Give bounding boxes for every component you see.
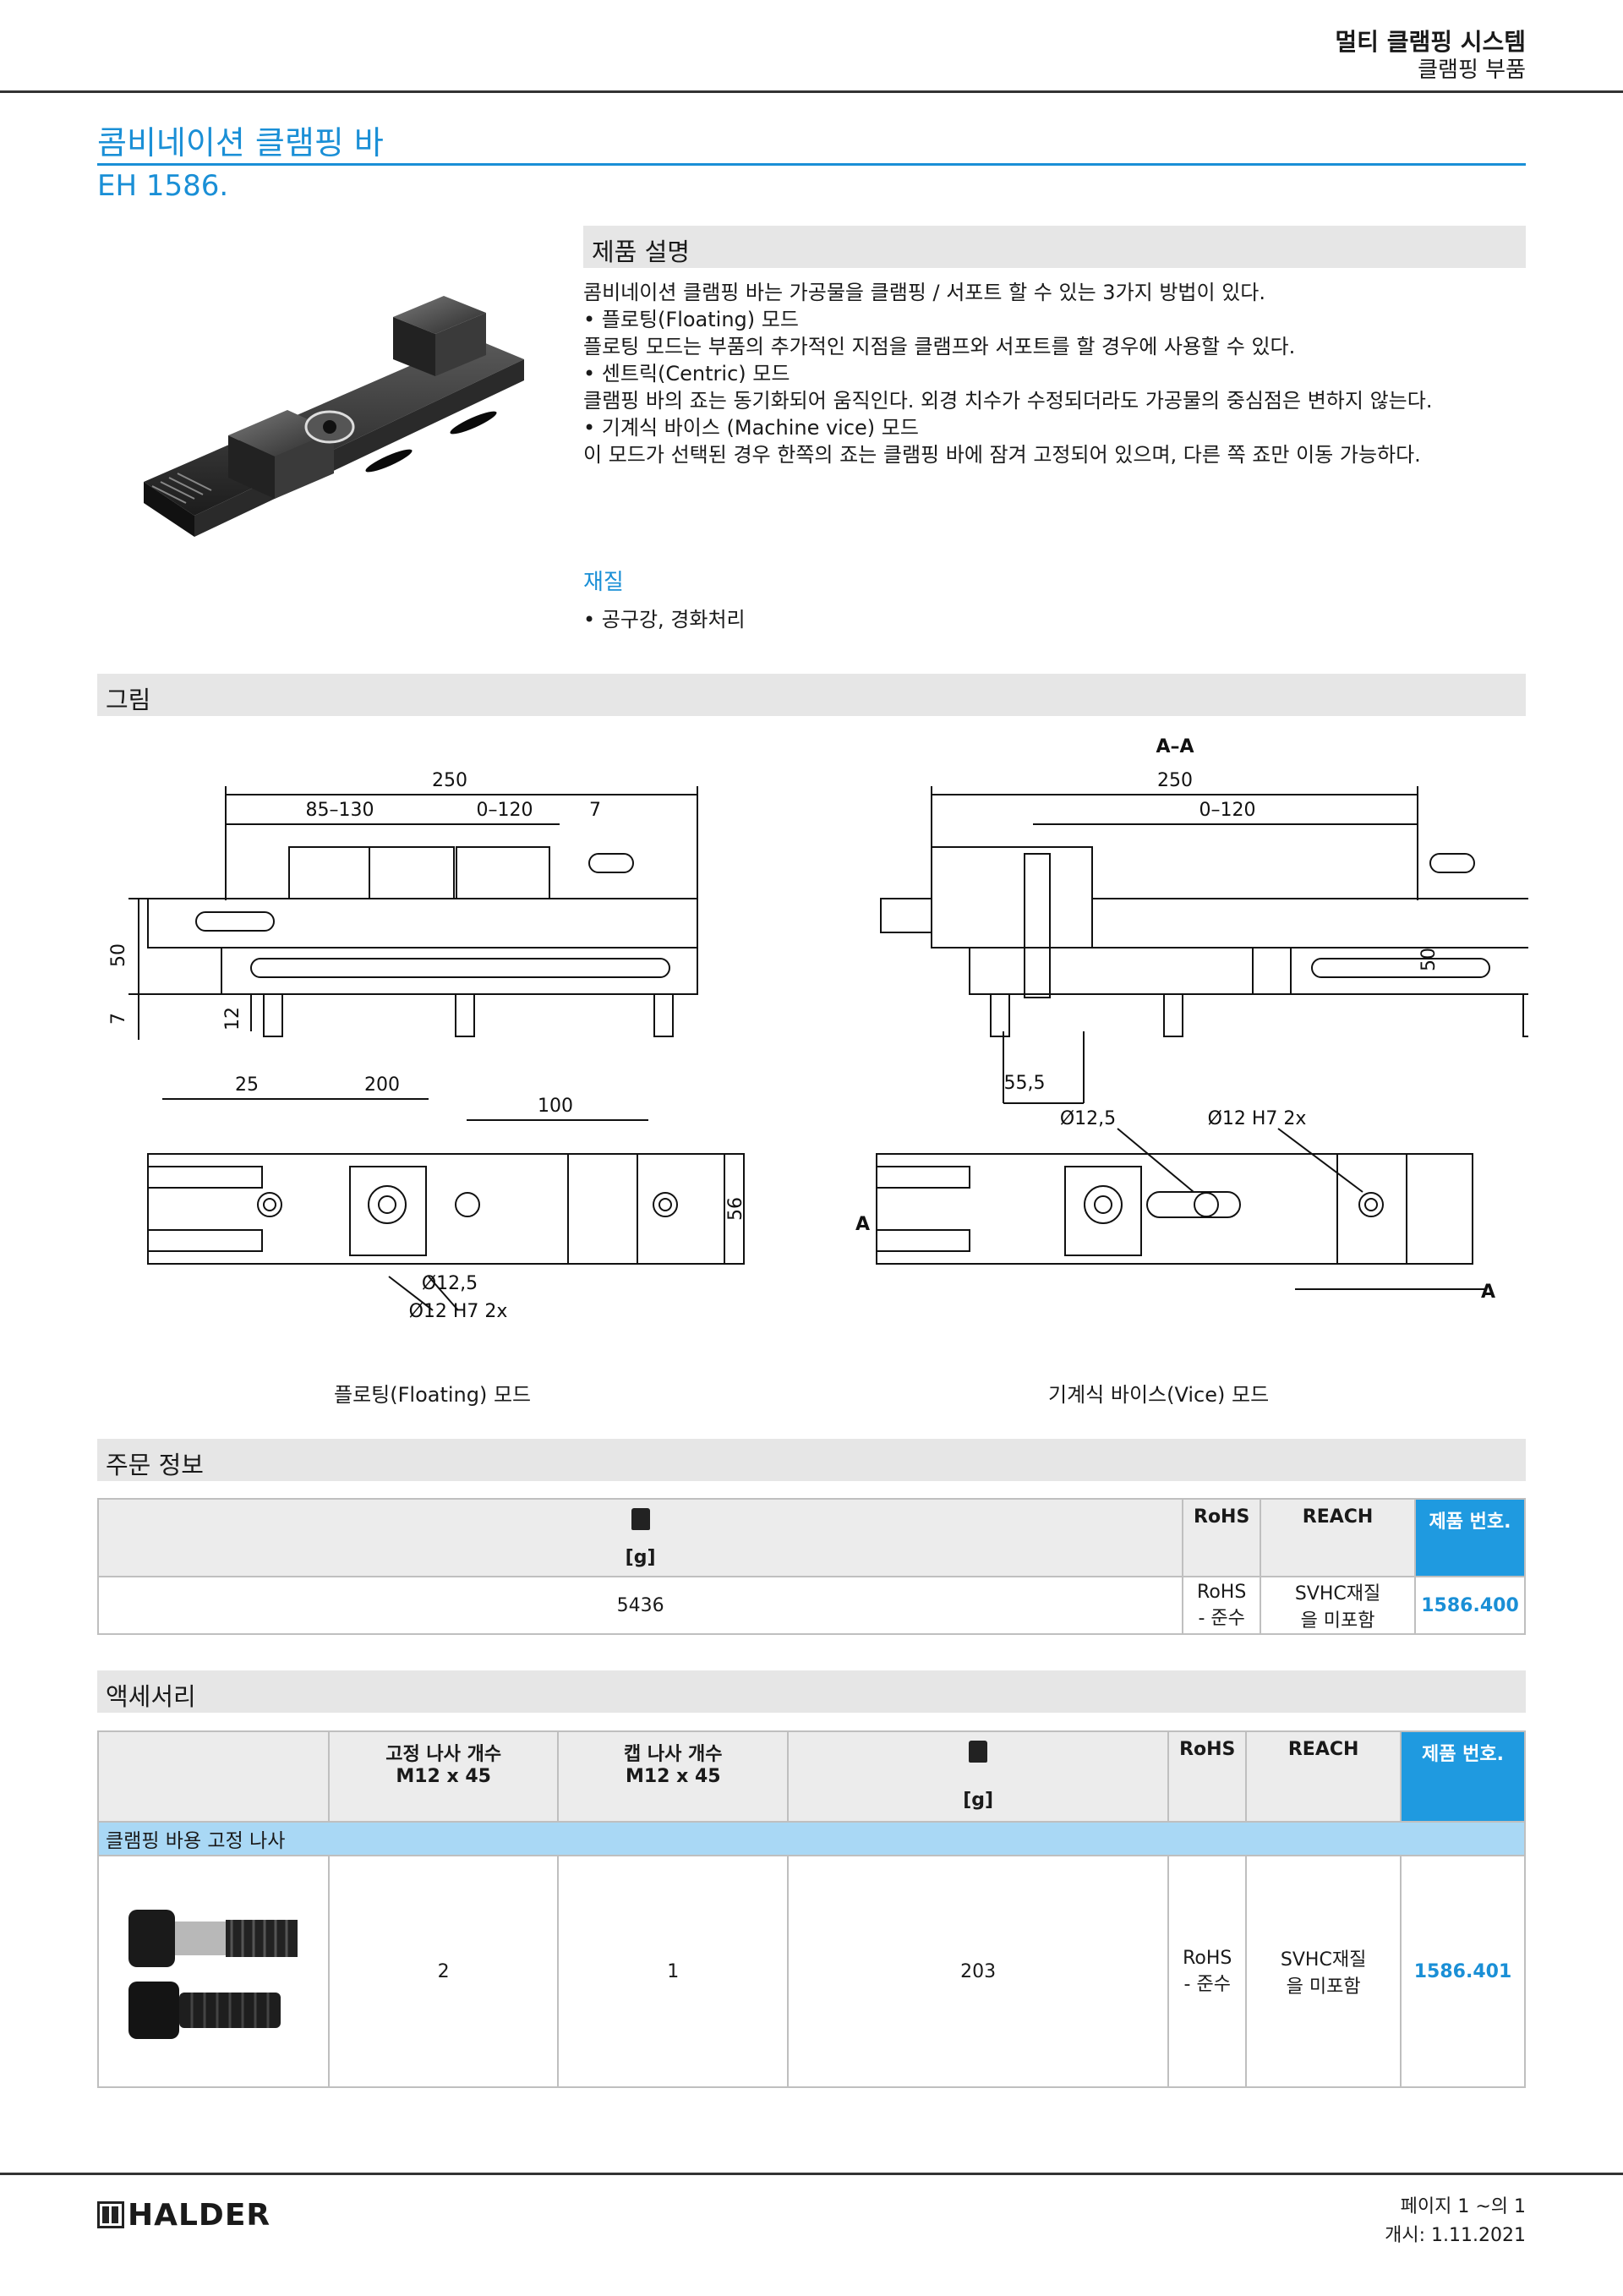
weight-icon [969, 1741, 988, 1763]
material-item: • 공구강, 경화처리 [583, 608, 746, 631]
weight-unit: [g] [963, 1790, 994, 1811]
screw-image [128, 1910, 298, 2039]
section-accessories-heading: 액세서리 [97, 1670, 1526, 1713]
header-category: 멀티 클램핑 시스템 [1335, 28, 1526, 56]
dim-250: 250 [432, 770, 467, 791]
description-line: 플로팅 모드는 부품의 추가적인 지점을 클램프와 서포트를 할 경우에 사용할… [583, 335, 1296, 358]
header-line: 고정 나사 개수 [385, 1744, 502, 1765]
reach-line: SVHC재질 [1280, 1949, 1367, 1971]
weight-icon [631, 1508, 650, 1530]
description-line: 클램핑 바의 죠는 동기화되어 움직인다. 외경 치수가 수정되더라도 가공물의… [583, 389, 1433, 413]
title-divider [97, 163, 1526, 166]
dim-0-120-right: 0–120 [1199, 800, 1256, 821]
dim-25: 25 [235, 1074, 259, 1096]
rohs-value: RoHS - 준수 [1182, 1576, 1262, 1635]
dim-85-130: 85–130 [306, 800, 374, 821]
reach-line: SVHC재질 [1294, 1583, 1381, 1604]
dim-50-right: 50 [1418, 948, 1440, 971]
product-number-value[interactable]: 1586.401 [1400, 1855, 1526, 2088]
rohs-line: RoHS [1183, 1947, 1232, 1969]
material-heading: 재질 [583, 570, 624, 595]
product-number-header: 제품 번호. [1413, 1498, 1527, 1577]
section-order-heading: 주문 정보 [97, 1439, 1526, 1481]
dim-phi-12-5-right: Ø12,5 [1060, 1108, 1116, 1129]
rohs-value: RoHS - 준수 [1167, 1855, 1248, 2088]
dim-phi-12-5: Ø12,5 [422, 1273, 478, 1294]
header-line: 캡 나사 개수 [623, 1744, 723, 1765]
category-row: 클램핑 바용 고정 나사 [97, 1821, 1526, 1856]
product-description: 콤비네이션 클램핑 바는 가공물을 클램핑 / 서포트 할 수 있는 3가지 방… [583, 279, 1513, 468]
halder-logo: HALDER [97, 2197, 271, 2233]
product-code: EH 1586. [97, 169, 229, 203]
description-line: 콤비네이션 클램핑 바는 가공물을 클램핑 / 서포트 할 수 있는 3가지 방… [583, 281, 1266, 304]
section-arrow-a-right: A [1481, 1282, 1495, 1303]
rohs-header: RoHS [1167, 1730, 1248, 1823]
section-label-aa: A–A [1156, 736, 1194, 757]
brand-name: HALDER [128, 2197, 271, 2233]
rohs-line: RoHS [1197, 1581, 1247, 1603]
dim-12: 12 [222, 1007, 243, 1030]
screw-image-cell [97, 1855, 330, 2088]
dim-55-5: 55,5 [1004, 1073, 1046, 1094]
set-screw-count: 2 [327, 1855, 560, 2088]
halder-logo-icon [97, 2201, 124, 2228]
dim-phi-12-h7: Ø12 H7 2x [409, 1301, 508, 1322]
description-line: • 플로팅(Floating) 모드 [583, 308, 799, 331]
technical-drawing: 250 85–130 0–120 7 50 7 12 25 200 100 56… [108, 736, 1528, 1322]
product-title: 콤비네이션 클램핑 바 [97, 124, 384, 161]
caption-floating-mode: 플로팅(Floating) 모드 [334, 1383, 532, 1407]
product-number-value[interactable]: 1586.400 [1413, 1576, 1527, 1635]
caption-vice-mode: 기계식 바이스(Vice) 모드 [1048, 1383, 1270, 1407]
weight-unit: [g] [625, 1547, 656, 1568]
order-table: [g] RoHS REACH 제품 번호. 5436 RoHS - 준수 SVHC… [96, 1498, 1527, 1635]
image-column-header [97, 1730, 330, 1823]
dim-0-120: 0–120 [477, 800, 533, 821]
dim-56: 56 [725, 1197, 746, 1221]
reach-line: 을 미포함 [1286, 1976, 1361, 1998]
product-number-header: 제품 번호. [1400, 1730, 1526, 1823]
rohs-line: - 준수 [1198, 1607, 1245, 1629]
header-subcategory: 클램핑 부품 [1418, 57, 1526, 83]
section-description-heading: 제품 설명 [583, 226, 1526, 268]
reach-header: REACH [1245, 1730, 1402, 1823]
rohs-line: - 준수 [1183, 1973, 1231, 1995]
product-image [144, 296, 524, 537]
dim-50: 50 [108, 943, 129, 967]
header-line: M12 x 45 [625, 1766, 721, 1787]
dim-7b: 7 [108, 1013, 129, 1025]
weight-value: 203 [787, 1855, 1170, 2088]
footer-divider [0, 2173, 1623, 2175]
reach-line: 을 미포함 [1300, 1610, 1375, 1632]
section-arrow-a-left: A [855, 1214, 870, 1235]
page-header: 멀티 클램핑 시스템 클램핑 부품 [0, 0, 1623, 93]
category-label: 클램핑 바용 고정 나사 [97, 1821, 1526, 1856]
dim-250-right: 250 [1157, 770, 1193, 791]
weight-value: 5436 [96, 1576, 1184, 1635]
header-line: M12 x 45 [396, 1766, 491, 1787]
reach-header: REACH [1260, 1498, 1416, 1577]
dim-phi-12-h7-right: Ø12 H7 2x [1208, 1108, 1307, 1129]
description-line: • 기계식 바이스 (Machine vice) 모드 [583, 416, 919, 440]
cap-screw-count: 1 [557, 1855, 790, 2088]
weight-column-header: [g] [96, 1498, 1184, 1577]
dim-7: 7 [589, 800, 601, 821]
publish-date: 개시: 1.11.2021 [1385, 2225, 1526, 2246]
description-line: 이 모드가 선택된 경우 한쪽의 죠는 클램핑 바에 잠겨 고정되어 있으며, … [583, 443, 1421, 467]
section-figure-heading: 그림 [97, 674, 1526, 716]
page-number: 페이지 1 ~의 1 [1400, 2196, 1526, 2217]
dim-100: 100 [538, 1096, 573, 1117]
dim-200: 200 [364, 1074, 400, 1096]
weight-column-header: [g] [787, 1730, 1170, 1823]
description-line: • 센트릭(Centric) 모드 [583, 362, 790, 385]
rohs-header: RoHS [1182, 1498, 1262, 1577]
